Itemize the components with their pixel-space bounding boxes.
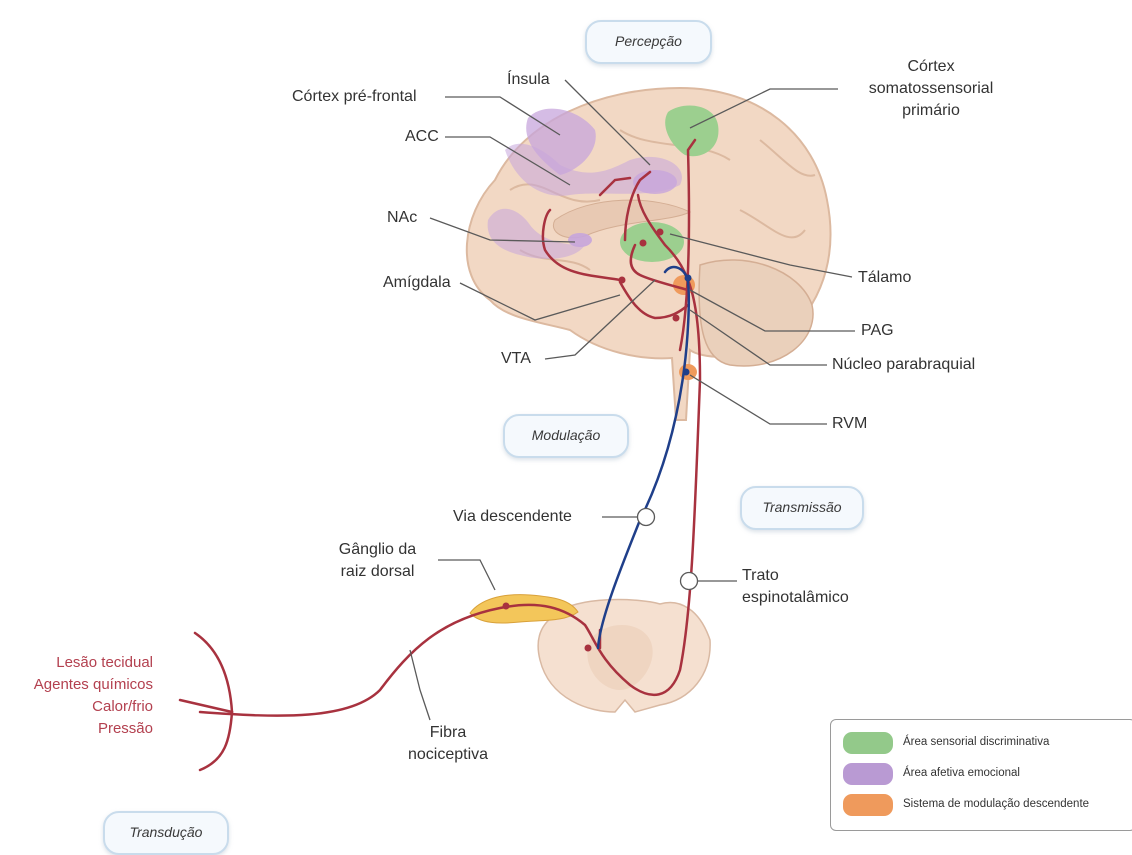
legend-swatch-modulation — [843, 794, 893, 816]
stimulus-tissue-injury: Lesão tecidual — [0, 652, 153, 674]
stimulus-heat-cold: Calor/frio — [0, 696, 153, 718]
label-spinothalamic-tract: Trato espinotalâmico — [742, 565, 842, 609]
dorsal-root-ganglion — [470, 595, 578, 623]
stage-transduction: Transdução — [103, 811, 229, 855]
label-prefrontal-cortex: Córtex pré-frontal — [292, 88, 417, 106]
label-parabrachial-nucleus: Núcleo parabraquial — [832, 356, 975, 374]
legend-label-sensory: Área sensorial discriminativa — [903, 736, 1049, 748]
label-descending-pathway: Via descendente — [453, 508, 572, 526]
stage-modulation: Modulação — [503, 414, 629, 458]
stage-transmission: Transmissão — [740, 486, 864, 530]
legend: Área sensorial discriminativa Área afeti… — [830, 719, 1132, 831]
label-insula: Ínsula — [507, 71, 550, 89]
label-nociceptive-fiber: Fibra nociceptiva — [398, 722, 498, 766]
label-dorsal-root-ganglion: Gânglio da raiz dorsal — [325, 539, 430, 583]
stimulus-chemical-agents: Agentes químicos — [0, 674, 153, 696]
label-rvm: RVM — [832, 415, 867, 433]
label-vta: VTA — [501, 350, 531, 368]
legend-label-affective: Área afetiva emocional — [903, 767, 1020, 779]
legend-swatch-sensory — [843, 732, 893, 754]
label-acc: ACC — [405, 128, 439, 146]
legend-swatch-affective — [843, 763, 893, 785]
label-amygdala: Amígdala — [383, 274, 451, 292]
label-nac: NAc — [387, 209, 417, 227]
label-somatosensory-cortex: Córtex somatossensorial primário — [843, 56, 1019, 122]
label-pag: PAG — [861, 322, 894, 340]
label-thalamus: Tálamo — [858, 269, 911, 287]
stage-perception: Percepção — [585, 20, 712, 64]
legend-label-modulation: Sistema de modulação descendente — [903, 798, 1089, 810]
stimulus-pressure: Pressão — [0, 718, 153, 740]
stimuli-list: Lesão tecidual Agentes químicos Calor/fr… — [0, 652, 153, 740]
